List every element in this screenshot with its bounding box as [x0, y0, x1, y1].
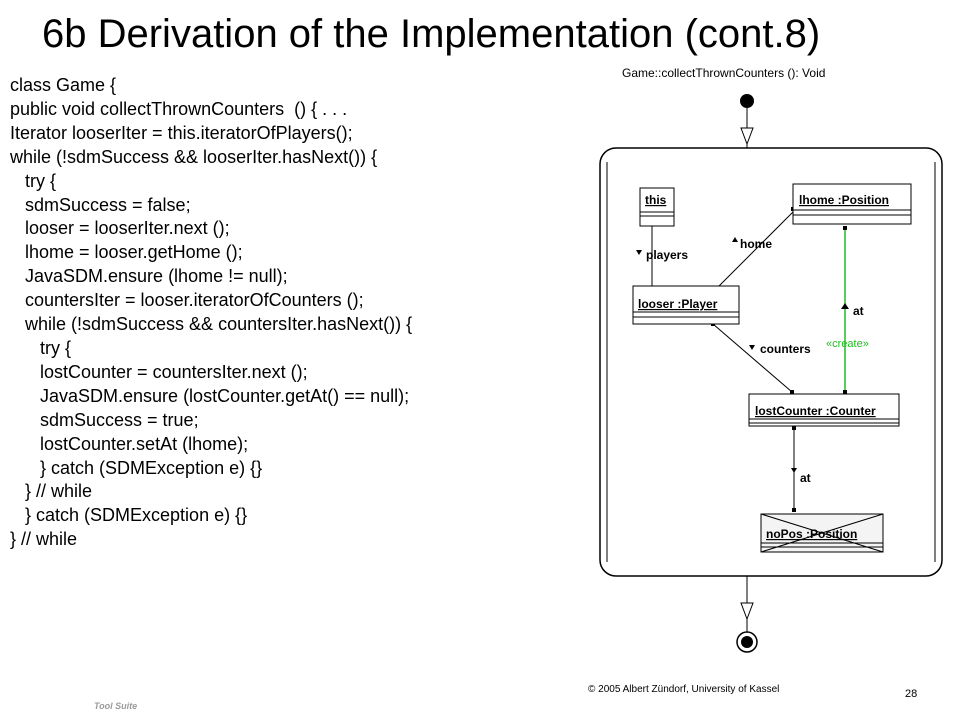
link-end-marker [792, 508, 796, 512]
object-no-pos-label: noPos :Position [766, 527, 857, 541]
code-line: class Game { [10, 75, 117, 95]
code-listing: class Game { public void collectThrownCou… [10, 74, 412, 552]
create-stereotype: «create» [826, 338, 869, 350]
object-looser-label: looser :Player [638, 297, 718, 311]
object-lhome-label: lhome :Position [799, 193, 889, 207]
link-label-counters: counters [760, 342, 811, 356]
object-lhome: lhome :Position [792, 183, 912, 225]
code-line: sdmSuccess = true; [10, 409, 199, 430]
code-line: try { [10, 170, 57, 191]
code-line: lhome = looser.getHome (); [10, 242, 243, 263]
code-line: JavaSDM.ensure (lostCounter.getAt() == n… [10, 385, 410, 406]
code-line: } catch (SDMException e) {} [10, 457, 263, 478]
link-counters [712, 323, 793, 393]
link-label-at-nopos: at [800, 471, 811, 485]
players-direction-icon [636, 250, 642, 255]
link-end-marker [790, 390, 794, 394]
link-label-at-create: at [853, 304, 864, 318]
end-node-inner [741, 636, 753, 648]
link-label-players: players [646, 248, 688, 262]
corner-logo-text: Tool Suite [94, 701, 138, 711]
object-looser: looser :Player [632, 285, 740, 325]
link-end-marker [843, 390, 847, 394]
code-line: countersIter = looser.iteratorOfCounters… [10, 290, 364, 311]
page-number: 28 [905, 688, 918, 700]
code-line: } // while [10, 481, 93, 502]
link-home [716, 211, 794, 289]
object-no-pos: noPos :Position [760, 513, 884, 553]
link-label-home: home [740, 237, 772, 251]
code-line: sdmSuccess = false; [10, 194, 191, 215]
start-node [740, 94, 754, 108]
code-line: Iterator looserIter = this.iteratorOfPla… [10, 122, 353, 143]
code-line: looser = looserIter.next (); [10, 218, 230, 239]
story-diagram: Game::collectThrownCounters (): Void pla… [599, 66, 943, 653]
code-line: lostCounter.setAt (lhome); [10, 433, 249, 454]
at-direction-icon [841, 303, 849, 309]
counters-direction-icon [749, 345, 755, 350]
footer-copyright: © 2005 Albert Zündorf, University of Kas… [588, 684, 780, 695]
code-line: while (!sdmSuccess && looserIter.hasNext… [10, 146, 378, 167]
code-line: public void collectThrownCounters () { .… [10, 98, 348, 119]
diagram-header: Game::collectThrownCounters (): Void [622, 66, 825, 80]
object-lost-counter: lostCounter :Counter [748, 393, 900, 427]
code-line: } catch (SDMException e) {} [10, 505, 248, 526]
code-line: } // while [10, 529, 78, 550]
slide-title: 6b Derivation of the Implementation (con… [42, 12, 821, 56]
code-line: try { [10, 337, 72, 358]
object-this-label: this [645, 193, 667, 207]
link-end-marker [792, 426, 796, 430]
code-line: lostCounter = countersIter.next (); [10, 361, 308, 382]
home-direction-icon [732, 237, 738, 242]
code-line: while (!sdmSuccess && countersIter.hasNe… [10, 314, 413, 335]
at-nopos-direction-icon [791, 468, 797, 473]
link-end-marker [843, 226, 847, 230]
code-line: JavaSDM.ensure (lhome != null); [10, 266, 288, 287]
activity-frame [599, 147, 943, 577]
object-this: this [639, 187, 675, 227]
object-lost-counter-label: lostCounter :Counter [755, 404, 876, 418]
end-arrow-icon [740, 602, 754, 621]
start-arrow-icon [740, 127, 754, 146]
